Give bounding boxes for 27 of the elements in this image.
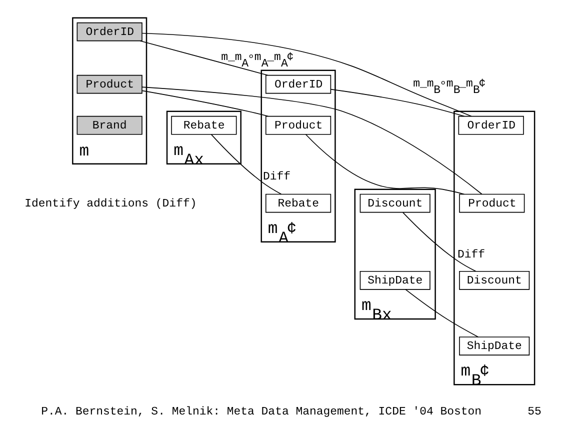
node-box: Rebate [265, 194, 332, 213]
connector [140, 40, 268, 76]
node-box: Rebate [171, 116, 237, 135]
connector [142, 90, 269, 117]
connector [210, 134, 282, 194]
connector [405, 289, 479, 338]
edge-label: Diff [457, 248, 485, 262]
connector [142, 32, 472, 117]
connector [330, 88, 465, 117]
node-box: OrderID [458, 116, 524, 135]
node-box: Discount [360, 194, 430, 213]
connector [142, 86, 482, 195]
node-box: Product [459, 194, 525, 213]
node-box: OrderID [265, 74, 332, 94]
label: 55 [528, 406, 542, 419]
label: Identify additions (Diff) [24, 197, 197, 210]
node-box: Product [76, 74, 142, 94]
node-box: Product [265, 116, 332, 135]
node-box: Brand [76, 116, 142, 135]
node-box: Discount [459, 270, 530, 290]
connector [305, 134, 465, 195]
node-box: OrderID [76, 22, 142, 42]
connector [402, 212, 476, 272]
edge-label: Diff [263, 170, 291, 184]
label: P.A. Bernstein, S. Melnik: Meta Data Management, ICDE '04 Boston [41, 406, 482, 419]
node-box: ShipDate [360, 270, 430, 290]
node-box: ShipDate [459, 336, 530, 356]
